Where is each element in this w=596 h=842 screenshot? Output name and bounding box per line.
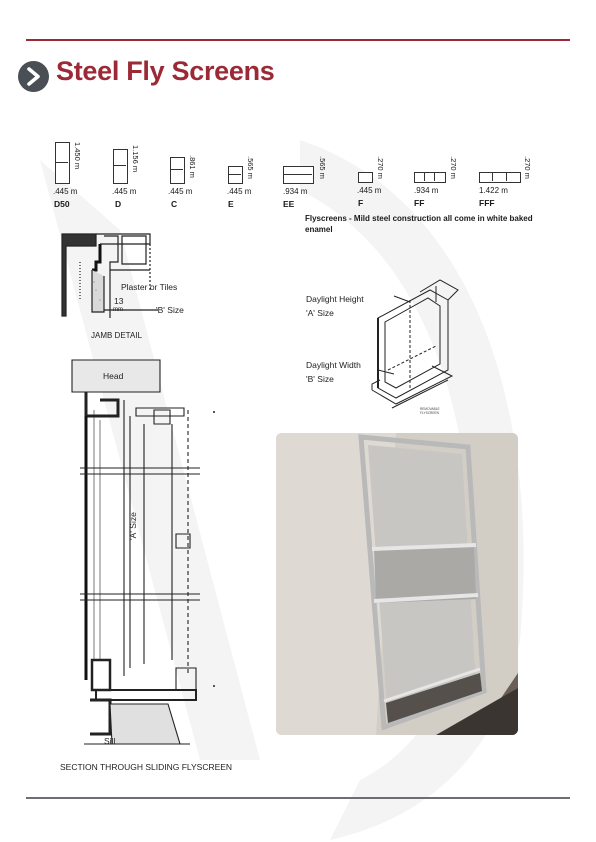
size-width: .934 m	[283, 187, 308, 196]
section-title: SECTION THROUGH SLIDING FLYSCREEN	[60, 762, 233, 772]
size-code: FFF	[479, 198, 495, 208]
page-title: Steel Fly Screens	[56, 56, 275, 86]
head-label: Head	[103, 371, 124, 381]
size-code: E	[228, 199, 234, 209]
bottom-rule	[26, 797, 570, 799]
jamb-detail-title: JAMB DETAIL	[91, 331, 142, 340]
daylight-height-label: Daylight Height	[306, 294, 364, 304]
daylight-b-size-label: 'B' Size	[306, 374, 334, 384]
size-code: D	[115, 199, 122, 209]
jamb-mm-label: mm	[113, 307, 123, 313]
size-code: FF	[414, 198, 425, 208]
jamb-b-size-label: 'B' Size	[156, 305, 184, 315]
top-rule	[26, 39, 570, 41]
size-code: D50	[54, 199, 70, 209]
size-code: EE	[283, 199, 295, 209]
chevron-right-icon	[18, 61, 49, 92]
caption: Flyscreens - Mild steel construction all…	[305, 214, 533, 234]
sill-label: Sill	[104, 736, 116, 746]
daylight-a-size-label: 'A' Size	[306, 308, 334, 318]
size-width: .445 m	[168, 187, 193, 196]
size-width: 1.422 m	[479, 186, 508, 195]
size-code: F	[358, 198, 364, 208]
section-a-size-label: 'A' Size	[128, 512, 138, 540]
svg-text:REMOVABLE: REMOVABLE	[420, 407, 440, 411]
flyscreen-photo	[276, 433, 518, 735]
svg-text:FLYSCREEN: FLYSCREEN	[420, 411, 440, 415]
size-code: C	[171, 199, 178, 209]
size-width: .934 m	[414, 186, 439, 195]
size-width: .445 m	[112, 187, 137, 196]
size-width: .445 m	[227, 187, 252, 196]
size-width: .445 m	[53, 187, 78, 196]
daylight-width-label: Daylight Width	[306, 360, 361, 370]
size-width: .445 m	[357, 186, 382, 195]
dim-13-label: 13	[114, 296, 124, 306]
plaster-label: Plaster or Tiles	[121, 282, 178, 292]
